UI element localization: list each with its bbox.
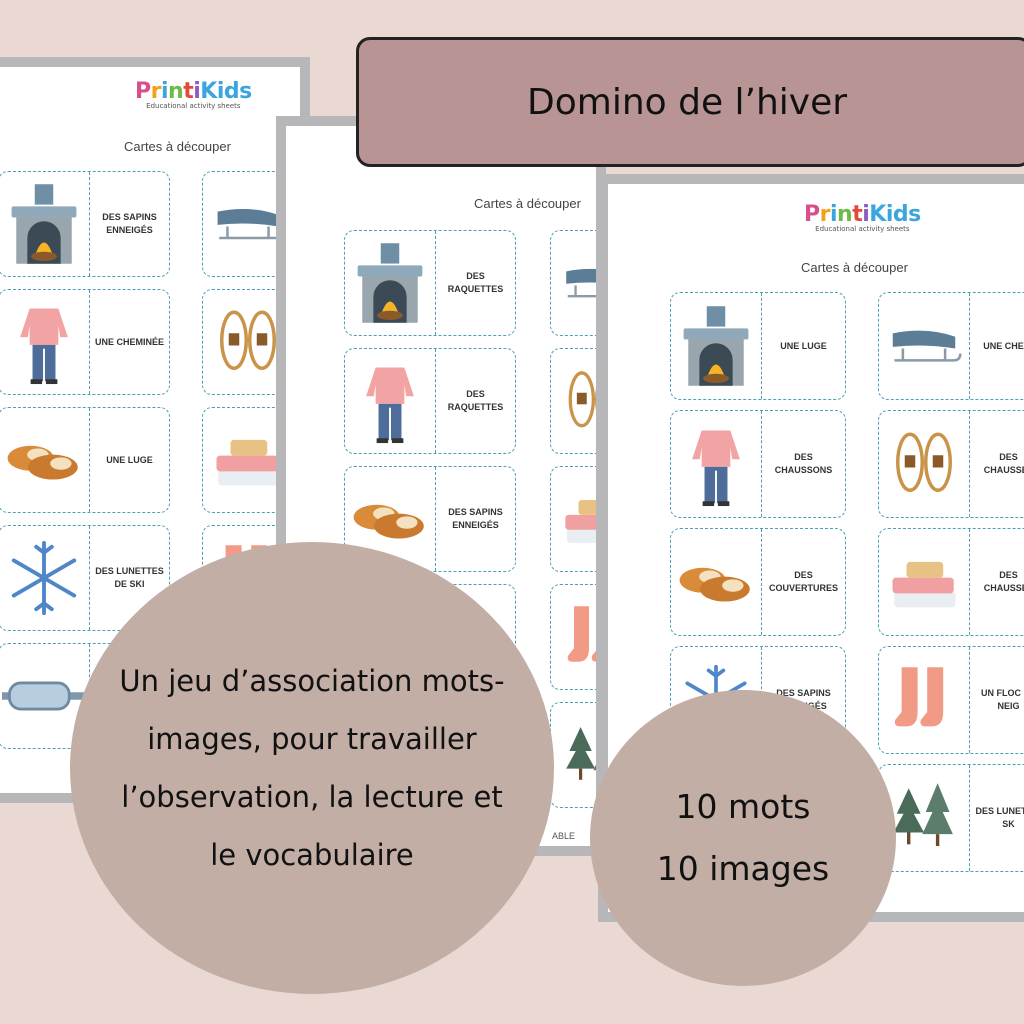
word-count: 10 mots	[675, 787, 811, 826]
ski-goggles-icon	[2, 677, 86, 715]
card-label: DES SAPINS ENNEIGÉS	[102, 212, 157, 235]
card-label: UN FLOC DE NEIG	[981, 688, 1024, 711]
domino-card	[550, 584, 596, 690]
domino-card: DES LUNET DE SK	[878, 764, 1024, 872]
card-label: DES COUVERTURES	[768, 570, 838, 593]
domino-card: DES SAPINS ENNEIGÉS	[0, 171, 170, 277]
slippers-icon	[350, 492, 430, 546]
image-count: 10 images	[656, 849, 830, 888]
card-label: DES RAQUETTES	[447, 271, 504, 294]
description-text: Un jeu d’association mots-images, pour t…	[119, 664, 505, 872]
domino-card: UNE LUGE	[0, 407, 170, 513]
sheet-heading: Cartes à découper	[801, 260, 908, 275]
card-label: UNE CHEMI	[983, 340, 1024, 351]
slippers-icon	[4, 433, 84, 487]
domino-card: DES COUVERTURES	[670, 528, 846, 636]
domino-card: DES RAQUETTES	[344, 348, 516, 454]
snowshoes-icon	[889, 428, 959, 500]
activity-sheet-1: PrintiKids Educational activity sheets C…	[0, 57, 310, 803]
sled-icon	[886, 324, 962, 368]
printikids-logo: PrintiKids Educational activity sheets	[135, 79, 252, 110]
domino-card: DES CHAUSSONS	[670, 410, 846, 518]
fireplace-icon	[353, 241, 427, 325]
socks-icon	[892, 663, 956, 737]
winter-jacket-icon	[15, 299, 73, 385]
footer-text: ABLE	[552, 831, 576, 841]
blankets-icon	[213, 427, 283, 493]
fireplace-icon	[7, 182, 81, 266]
fireplace-icon	[679, 304, 753, 388]
sheet-heading: Cartes à découper	[474, 196, 581, 211]
card-label: DES RAQUETTES	[447, 389, 504, 412]
domino-card	[550, 230, 596, 336]
slippers-icon	[676, 555, 756, 609]
domino-card: UNE CHEMI	[878, 292, 1024, 400]
printikids-logo: PrintiKids Educational activity sheets	[804, 202, 921, 233]
domino-card: DES RAQUETTES	[344, 230, 516, 336]
sheet-heading: Cartes à découper	[124, 139, 231, 154]
card-label: UNE LUGE	[106, 454, 153, 465]
card-label: UNE LUGE	[780, 340, 827, 351]
description-circle: Un jeu d’association mots-images, pour t…	[70, 542, 554, 994]
domino-card: UNE LUGE	[670, 292, 846, 400]
snowshoes-icon	[213, 306, 283, 378]
sled-icon	[211, 202, 285, 246]
domino-card: DES CHAUSSET	[878, 528, 1024, 636]
card-label: DES CHAUSSET	[983, 452, 1024, 475]
winter-jacket-icon	[361, 358, 419, 444]
domino-card: UN FLOC DE NEIG	[878, 646, 1024, 754]
domino-card	[550, 348, 596, 454]
card-label: DES LUNET DE SK	[975, 806, 1024, 829]
page-title: Domino de l’hiver	[527, 81, 848, 123]
card-label: DES SAPINS ENNEIGÉS	[448, 507, 503, 530]
snowflake-icon	[5, 539, 83, 617]
count-circle: 10 mots 10 images	[590, 690, 896, 986]
card-label: DES LUNETTES DE SKI	[95, 566, 164, 589]
domino-card: DES CHAUSSET	[878, 410, 1024, 518]
card-label: UNE CHEMINÉE	[94, 336, 164, 347]
winter-jacket-icon	[687, 421, 745, 507]
title-banner: Domino de l’hiver	[356, 37, 1024, 167]
domino-card: UNE CHEMINÉE	[0, 289, 170, 395]
card-label: DES CHAUSSONS	[774, 452, 833, 475]
card-label: DES CHAUSSET	[983, 570, 1024, 593]
domino-card	[550, 702, 596, 808]
pine-trees-icon	[890, 779, 958, 857]
blankets-icon	[889, 549, 959, 615]
domino-card	[550, 466, 596, 572]
